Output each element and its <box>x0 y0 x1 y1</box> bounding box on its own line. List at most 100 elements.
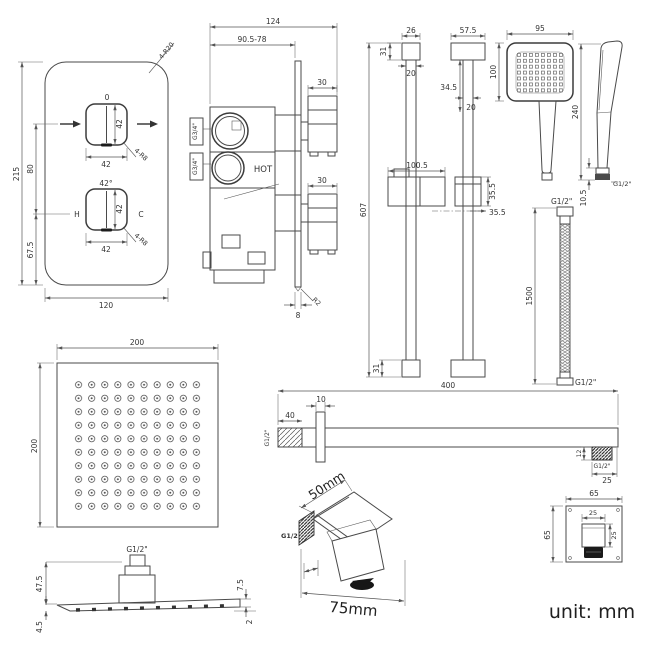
handset-front-view: 95 100 <box>489 24 574 181</box>
outlet-elbow-view: 50mm G1/2 75mm <box>281 468 406 620</box>
wall-outlet-front-view: 65 65 25 25 <box>543 489 623 563</box>
dim-hose-length: 1500 <box>525 286 534 305</box>
dim-inner-width: 25 <box>589 509 597 517</box>
top-handle-width-label: 42 <box>101 160 111 169</box>
elbow-thread-label: G1/2 <box>281 532 298 540</box>
elbow-inlet-thread <box>298 510 315 546</box>
rail-bottom-cap <box>401 359 421 378</box>
slide-rail-side-view: 57.5 34.5 20 35.5 35.5 <box>432 26 506 378</box>
dim-cap-height: 31 <box>379 47 388 57</box>
nozzle-grid <box>72 378 203 513</box>
rail-top-cap <box>401 42 421 61</box>
arm-tube <box>301 427 619 448</box>
dim-outlet-height: 12 <box>576 450 583 458</box>
dim-head-width: 200 <box>130 338 145 347</box>
arm-wall-thread <box>277 427 303 448</box>
elbow-outlet-lip <box>352 578 374 585</box>
top-handle-height-label: 42 <box>115 119 124 129</box>
outlet-body <box>581 523 606 548</box>
hose-view: G1/2" 1500 G1/2" <box>525 197 596 387</box>
port-bottom-label: G3/4" <box>192 158 199 175</box>
valve-plate-outline <box>44 61 169 286</box>
dim-cap-width: 26 <box>406 26 416 35</box>
hose-top-fitting <box>556 206 574 217</box>
arm-flange <box>315 411 326 463</box>
dim-edge: 7.5 <box>236 579 245 591</box>
dim-plate-thickness: 8 <box>296 311 301 320</box>
dim-inner-height: 25 <box>610 531 618 539</box>
cold-side-label: C <box>138 210 143 219</box>
dim-slider-height: 35.5 <box>488 183 497 200</box>
valve-side-view: 124 90.5-78 G3/4" G3/4" HOT R2 8 30 30 <box>189 17 338 320</box>
port-top-label: G3/4" <box>192 123 199 140</box>
hot-side-label: H <box>74 210 80 219</box>
dim-top-handle-depth: 30 <box>317 78 327 87</box>
bottom-handle-height-label: 42 <box>115 204 124 214</box>
rail-slider <box>387 176 446 207</box>
slide-rail-front-view: 26 31 20 607 100.5 31 <box>359 26 446 378</box>
port-top-circle <box>211 112 249 150</box>
elbow-cube-body <box>331 528 385 582</box>
trim-plate-edge <box>294 60 302 288</box>
shower-head-top-view: 200 200 <box>30 338 219 528</box>
dim-plate-width: 120 <box>99 301 114 310</box>
arm-outlet-thread <box>591 446 613 461</box>
dim-outlet-length: 25 <box>602 476 612 485</box>
dim-bottom-cap-height: 31 <box>372 364 381 374</box>
dim-rail-width: 20 <box>406 69 416 78</box>
dim-total-depth: 124 <box>266 17 281 26</box>
dim-nozzle: 2 <box>245 619 254 624</box>
dim-outlet-height: 65 <box>543 530 552 540</box>
bottom-handle-width-label: 42 <box>101 245 111 254</box>
top-handle-label: 0 <box>105 93 110 102</box>
top-handle-corner-label: 4-R8 <box>133 147 150 163</box>
dim-handle-spacing: 80 <box>26 164 35 174</box>
handset-spray-face <box>516 52 564 93</box>
dim-slider-offset: 35.5 <box>489 208 506 217</box>
unit-note: unit: mm <box>549 601 635 623</box>
left-arrow-icon <box>73 120 81 128</box>
shower-arm-view: 400 40 10 G1/2" 12 G1/2" 25 <box>264 381 619 485</box>
dim-rail-depth: 20 <box>466 103 476 112</box>
dim-outlet-width: 65 <box>589 489 599 498</box>
handset-side-profile <box>596 40 623 169</box>
handset-inlet-nut <box>595 174 610 180</box>
rail-bar <box>405 59 417 361</box>
dim-elbow-width: 75mm <box>329 598 379 620</box>
right-arrow-icon <box>150 120 158 128</box>
shower-head-side-view: G1/2" 47.5 4.5 7.5 2 <box>35 545 256 633</box>
hose-bottom-fitting <box>556 377 574 386</box>
outlet-plate-outline <box>565 505 623 563</box>
arm-outlet-thread-label: G1/2" <box>593 463 610 470</box>
head-plate-outline <box>56 362 219 528</box>
head-connector-base <box>118 574 156 604</box>
bottom-handle-temp-label: 42° <box>99 179 113 188</box>
handset-handle <box>538 100 557 174</box>
dim-head-height: 200 <box>30 439 39 454</box>
dim-head-height: 100 <box>489 65 498 80</box>
dim-head-width: 95 <box>535 24 545 33</box>
dim-upper-offset: 34.5 <box>440 83 457 92</box>
dim-total-height: 240 <box>571 105 580 120</box>
plate-corner-label: 4-R20 <box>157 41 176 61</box>
handset-side-view: 240 10.5 G1/2" <box>571 40 632 206</box>
dim-bottom-handle-depth: 30 <box>317 176 327 185</box>
dim-lip: 4.5 <box>35 621 44 633</box>
nozzle-ticks <box>75 603 235 612</box>
hose-thread-top-label: G1/2" <box>551 197 572 206</box>
dim-outlet-height: 10.5 <box>579 189 588 206</box>
head-thread-label: G1/2" <box>126 545 147 554</box>
dim-thread-length: 40 <box>285 411 295 420</box>
dim-total-height: 215 <box>12 167 21 182</box>
plate-edge-radius-label: R2 <box>311 296 323 308</box>
dim-flange-width: 10 <box>316 395 326 404</box>
dim-cap-depth: 57.5 <box>460 26 477 35</box>
dim-total-height: 607 <box>359 203 368 218</box>
rail-side-slider <box>454 176 482 207</box>
head-plate-side <box>56 598 241 612</box>
dim-slider-width: 100.5 <box>406 161 428 170</box>
arm-thread-label: G1/2" <box>264 429 271 446</box>
rail-side-bottom-cap <box>450 359 486 378</box>
rail-side-top-cap <box>450 42 486 61</box>
